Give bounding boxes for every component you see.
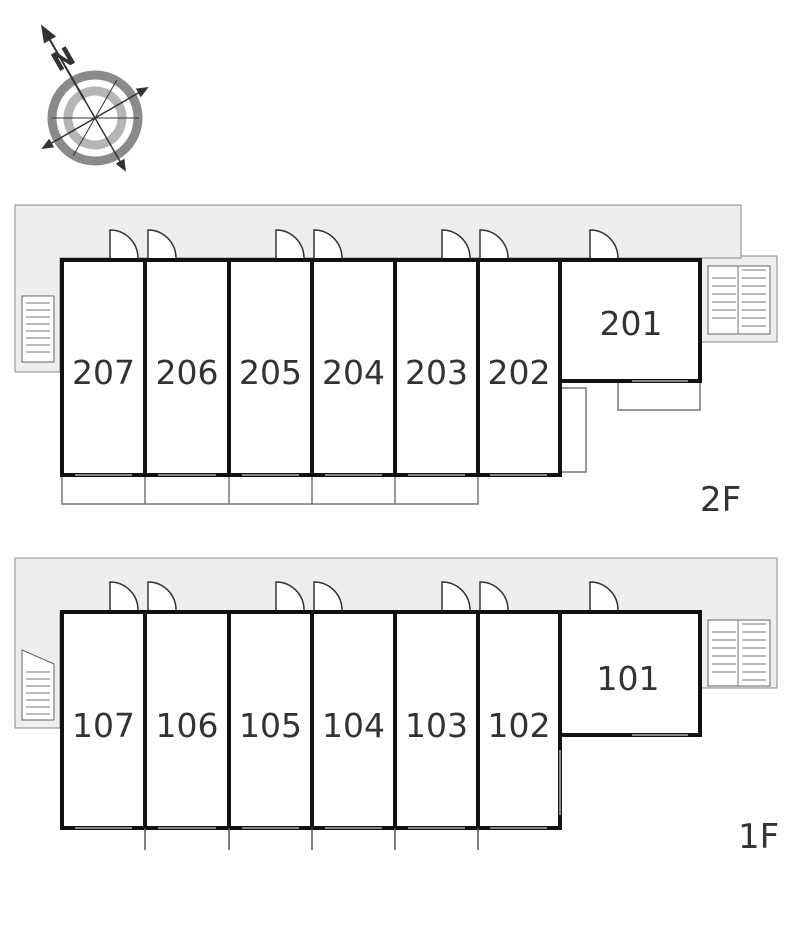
balcony-202-2f	[559, 387, 587, 473]
floor-2f: 207 206 205 204 203 202 201 2F	[14, 204, 778, 520]
stair-right-1f	[707, 619, 771, 687]
room-206[interactable]	[143, 258, 231, 477]
doors-1f	[109, 581, 619, 611]
compass-north-label: N	[47, 41, 81, 78]
room-label-206: 206	[156, 353, 219, 392]
room-106[interactable]	[143, 610, 231, 830]
room-label-104: 104	[322, 706, 385, 745]
stair-left-2f	[21, 295, 55, 363]
room-label-102: 102	[488, 706, 551, 745]
floor-label-1f: 1F	[738, 817, 779, 857]
balcony-201-2f	[617, 381, 701, 411]
stair-left-1f	[21, 649, 55, 721]
room-102[interactable]	[476, 610, 562, 830]
room-101[interactable]	[558, 610, 702, 737]
stair-left-2f-steps	[26, 302, 50, 353]
compass-rose-icon: N	[41, 24, 149, 172]
room-202[interactable]	[476, 258, 562, 477]
floor-label-2f: 2F	[700, 480, 741, 520]
room-label-205: 205	[239, 353, 302, 392]
room-label-107: 107	[72, 706, 135, 745]
floor-1f: 107 106 105 104 103 102 101 1F	[14, 557, 779, 857]
room-label-204: 204	[322, 353, 385, 392]
room-201[interactable]	[558, 258, 702, 383]
room-labels-2f: 207 206 205 204 203 202 201	[72, 304, 663, 392]
room-label-201: 201	[600, 304, 663, 343]
room-label-101: 101	[597, 659, 660, 698]
room-204[interactable]	[310, 258, 397, 477]
room-label-105: 105	[239, 706, 302, 745]
room-label-103: 103	[405, 706, 468, 745]
doors-2f	[109, 229, 619, 259]
room-units-2f	[60, 258, 702, 477]
room-label-106: 106	[156, 706, 219, 745]
room-labels-1f: 107 106 105 104 103 102 101	[72, 659, 660, 745]
room-label-202: 202	[488, 353, 551, 392]
room-label-203: 203	[405, 353, 468, 392]
room-label-207: 207	[72, 353, 135, 392]
balcony-2f	[61, 475, 479, 505]
